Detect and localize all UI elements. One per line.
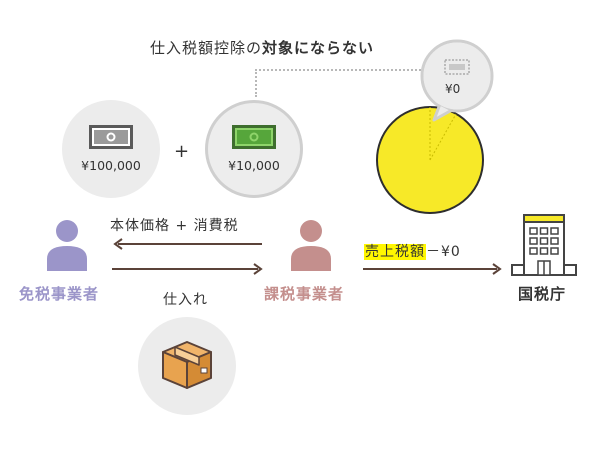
exempt-amount: ¥100,000 bbox=[81, 158, 141, 173]
title-prefix: 仕入税額控除の bbox=[150, 39, 263, 57]
purchase-label: 仕入れ bbox=[163, 292, 208, 308]
exempt-business-label: 免税事業者 bbox=[19, 285, 100, 303]
tax-amount: ¥10,000 bbox=[228, 158, 280, 173]
person-icon bbox=[291, 220, 331, 271]
person-icon bbox=[47, 220, 87, 271]
sales-tax-suffix: －¥0 bbox=[426, 244, 461, 260]
banknote-icon bbox=[89, 125, 133, 149]
sales-tax-label: 売上税額－¥0 bbox=[364, 241, 461, 261]
price-and-tax-label: 本体価格 + 消費税 bbox=[110, 218, 239, 234]
tax-office-label: 国税庁 bbox=[518, 285, 567, 303]
pie-icon bbox=[376, 106, 484, 214]
plus-sign: + bbox=[174, 141, 190, 162]
building-icon bbox=[511, 214, 577, 276]
green-banknote-icon bbox=[232, 125, 276, 149]
speech-bubble bbox=[420, 39, 494, 122]
title-bold: 対象にならない bbox=[262, 39, 375, 57]
title: 仕入税額控除の対象にならない bbox=[150, 37, 374, 58]
dotted-connector-v bbox=[255, 69, 257, 97]
purchase-arrow bbox=[112, 263, 263, 275]
taxable-business-label: 課税事業者 bbox=[264, 285, 345, 303]
package-icon bbox=[162, 341, 212, 389]
tax-arrow bbox=[363, 263, 502, 275]
payment-arrow bbox=[113, 238, 262, 250]
bubble-amount: ¥0 bbox=[445, 82, 461, 96]
sales-tax-highlight: 売上税額 bbox=[364, 244, 426, 260]
dotted-connector-h bbox=[255, 69, 425, 71]
